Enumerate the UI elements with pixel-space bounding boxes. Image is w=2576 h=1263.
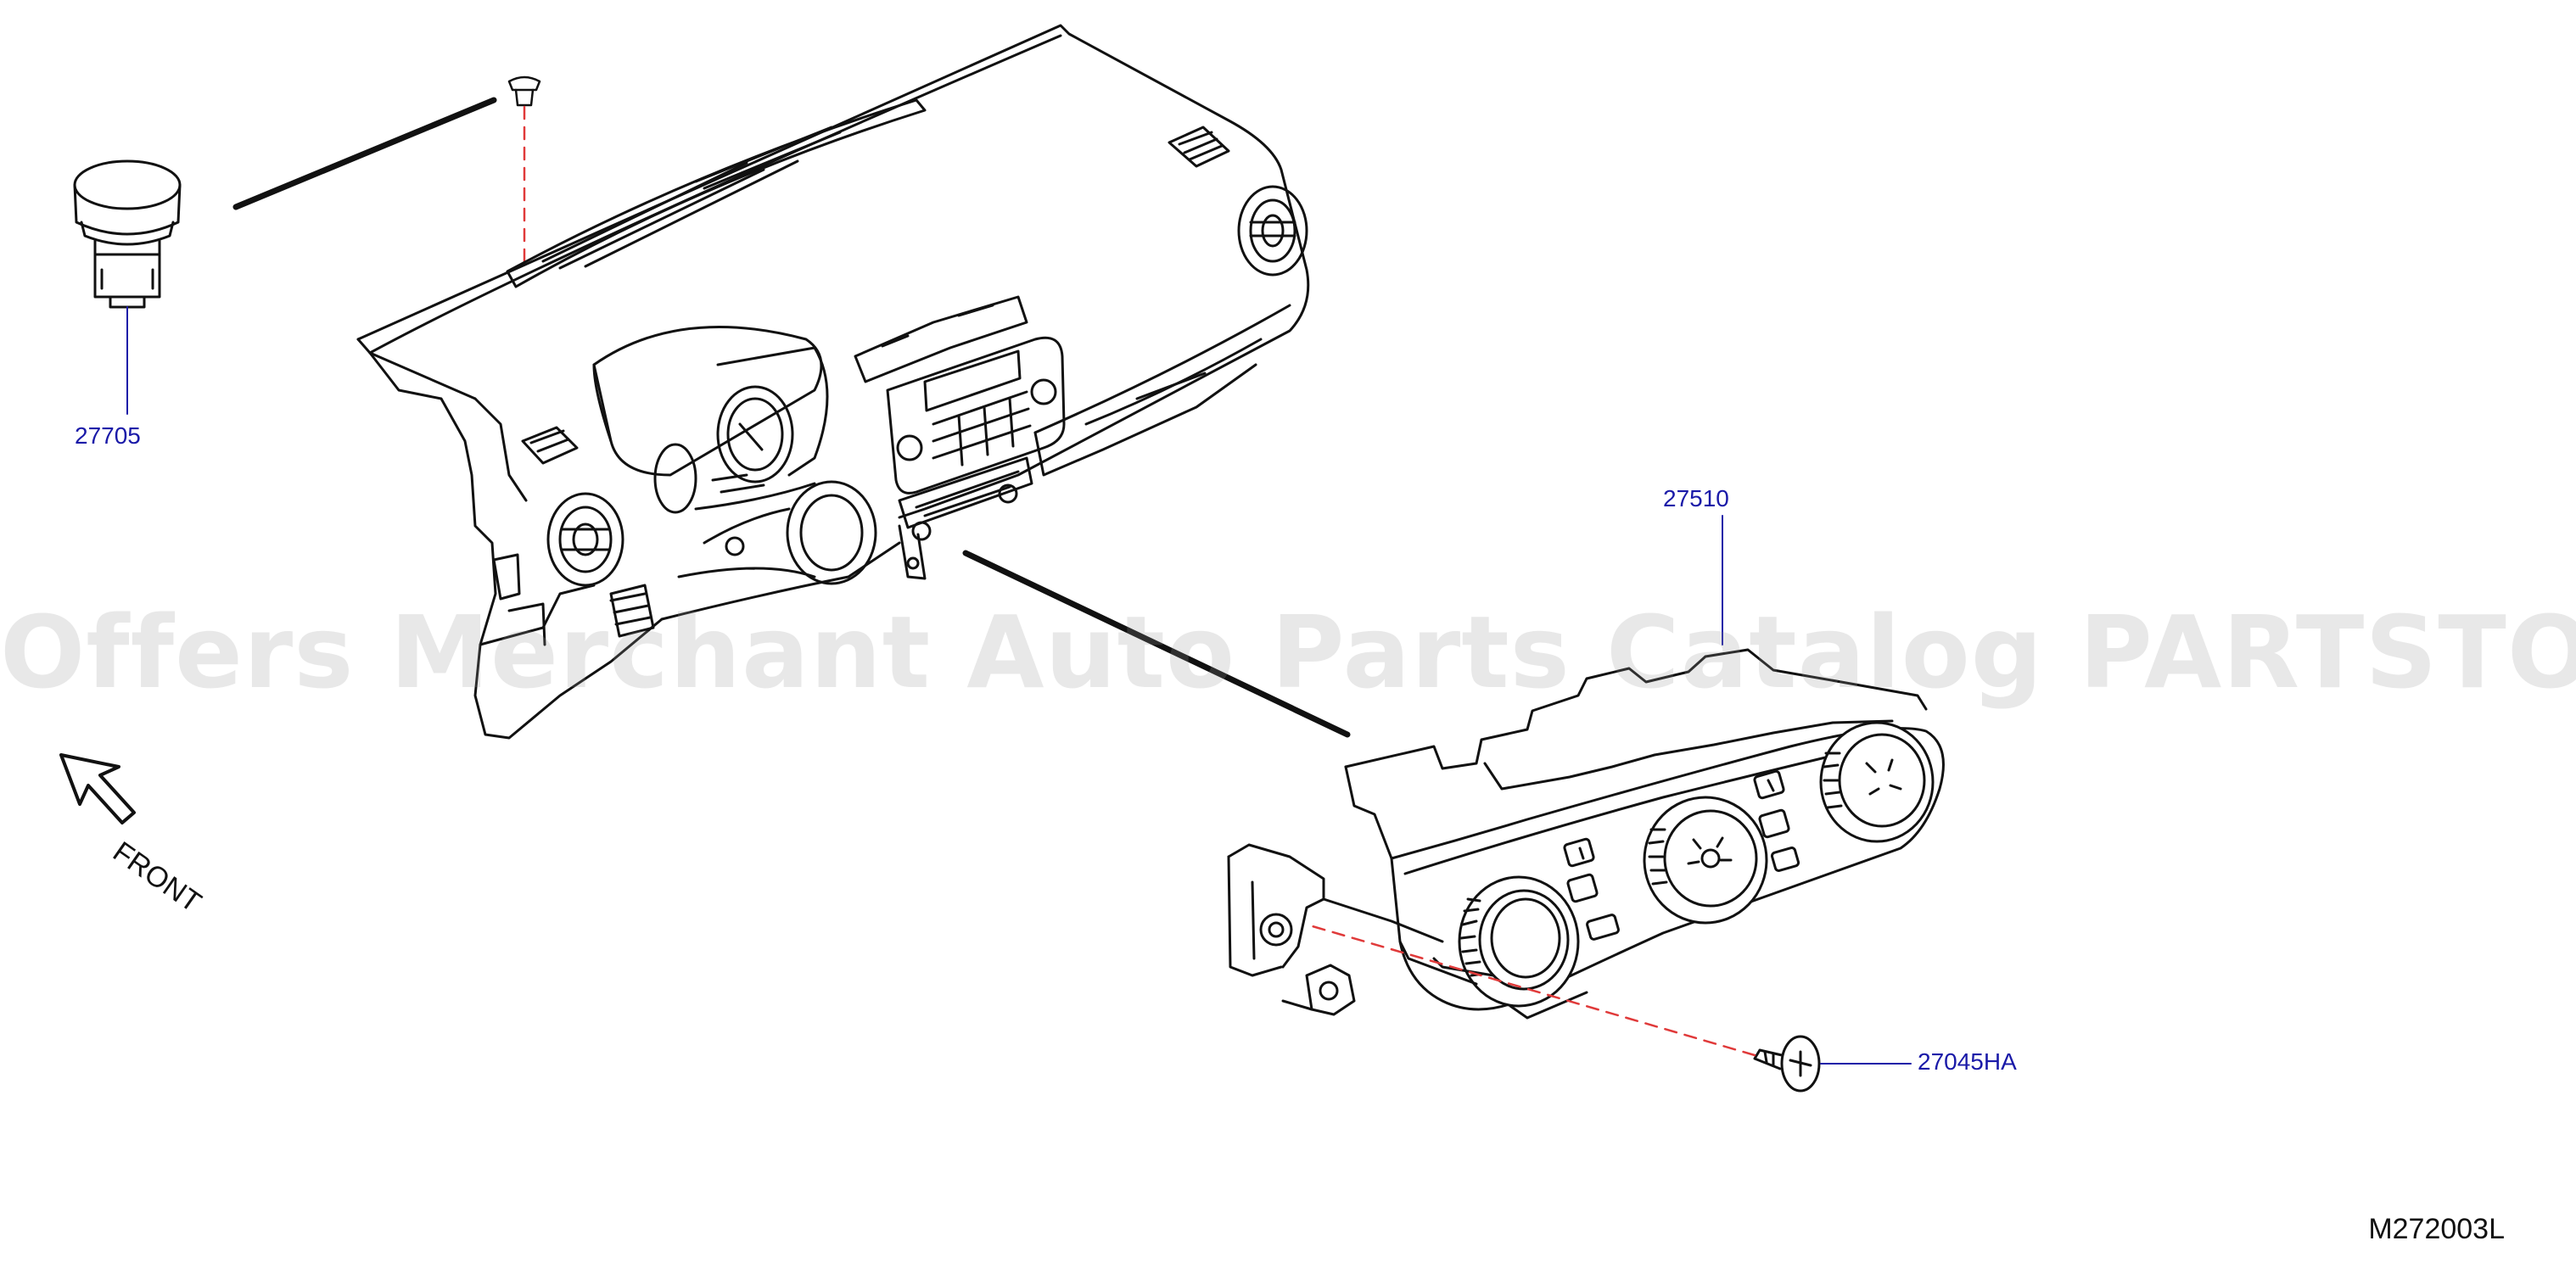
callout-27705[interactable]: 27705 [75, 422, 141, 449]
control-unit-part[interactable] [1227, 648, 1945, 1020]
diagram-id-code: M272003L [2368, 1213, 2505, 1245]
dashboard-assembly[interactable] [356, 24, 1310, 740]
callout-27045HA[interactable]: 27045HA [1918, 1048, 2017, 1075]
screw-part[interactable] [1753, 1035, 1821, 1093]
callout-27510[interactable]: 27510 [1663, 485, 1729, 511]
clip-pointer-line [232, 97, 497, 210]
clip-part[interactable] [73, 159, 182, 309]
front-arrow-icon [59, 753, 136, 824]
pin-clip-small [507, 75, 541, 107]
control-unit-pointer-line [962, 550, 1351, 738]
screw-dashed-line [1305, 923, 1756, 1057]
